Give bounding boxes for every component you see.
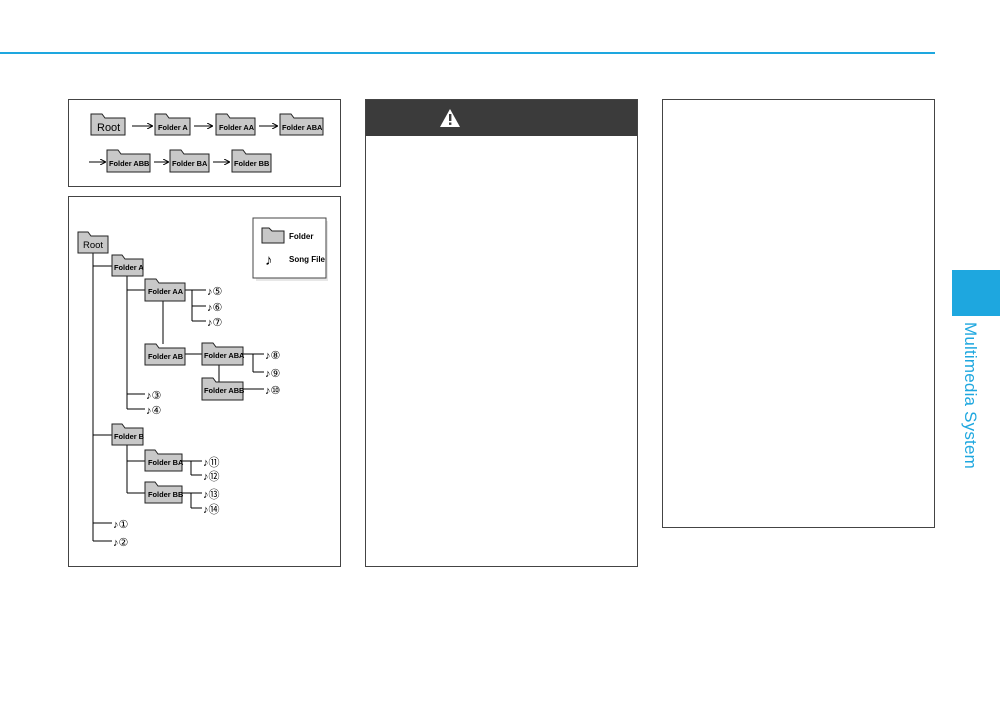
tree-song-7: ♪⑦ [207,317,223,329]
folder-icon [201,377,244,401]
legend-music-note-icon: ♪ [265,252,273,269]
tree-folder-aa-label: Folder AA [148,287,184,296]
tree-song-6: ♪⑥ [207,302,223,314]
order-folder-ba-label: Folder BA [172,159,208,168]
tree-folder-ab-label: Folder AB [148,352,183,361]
tree-song-8: ♪⑧ [265,350,281,362]
folder-icon [111,254,144,277]
folder-icon [144,449,183,472]
legend-folder-icon [261,227,285,244]
folder-tree-diagram: Root Folder A Folder AA ♪⑤ ♪⑥ ♪⑦ Folder … [77,217,328,549]
order-folder-aa-label: Folder AA [219,123,255,132]
folder-tree-panel: Root Folder A Folder AA ♪⑤ ♪⑥ ♪⑦ Folder … [68,196,341,567]
folder-icon [111,423,144,446]
tree-song-12: ♪⑫ [203,470,220,483]
tree-folder-a-label: Folder A [114,263,144,272]
warning-panel [365,99,638,567]
tree-song-5: ♪⑤ [207,286,223,298]
section-tab [952,270,1000,316]
playback-order-panel: Root Folder A Folder AA Folder ABA Folde… [68,99,341,187]
tree-folder-ba-label: Folder BA [148,458,184,467]
tree-folder-abb-label: Folder ABB [204,386,244,395]
folder-icon [154,113,191,136]
section-label: Multimedia System [961,322,980,469]
folder-icon [90,113,126,136]
tree-song-1: ♪① [113,519,129,531]
folder-icon [144,278,186,302]
legend-song-file-label: Song File [289,255,326,264]
tree-song-13: ♪⑬ [203,488,220,501]
tree-folder-b-label: Folder B [114,432,144,441]
tree-connectors [92,253,264,542]
content-panel [662,99,935,528]
tree-song-3: ♪③ [146,390,162,402]
folder-icon [169,149,210,173]
folder-icon [77,231,109,254]
order-folder-bb-label: Folder BB [234,159,269,168]
tree-song-2: ♪② [113,537,129,549]
tree-song-4: ♪④ [146,405,162,417]
folder-icon [144,481,183,504]
tree-root-label: Root [83,240,103,251]
tree-song-11: ♪⑪ [203,456,220,469]
folder-icon [215,113,256,136]
tree-song-10: ♪⑩ [265,385,281,397]
order-folder-a-label: Folder A [158,123,188,132]
folder-icon [231,149,272,173]
folder-icon [106,149,151,173]
legend: Folder ♪ Song File [252,217,328,281]
warning-triangle-icon [440,109,460,127]
tree-folder-aba-label: Folder ABA [204,351,245,360]
order-folder-aba-label: Folder ABA [282,123,323,132]
folder-icon [201,342,244,366]
legend-folder-label: Folder [289,232,313,241]
tree-song-9: ♪⑨ [265,368,281,380]
tree-song-14: ♪⑭ [203,503,220,516]
folder-icon [279,113,324,136]
order-root-label: Root [97,122,120,134]
header-divider [0,52,935,54]
tree-folder-bb-label: Folder BB [148,490,183,499]
folder-icon [144,343,186,366]
playback-order-diagram: Root Folder A Folder AA Folder ABA Folde… [89,113,324,173]
warning-header [366,100,637,136]
order-folder-abb-label: Folder ABB [109,159,149,168]
